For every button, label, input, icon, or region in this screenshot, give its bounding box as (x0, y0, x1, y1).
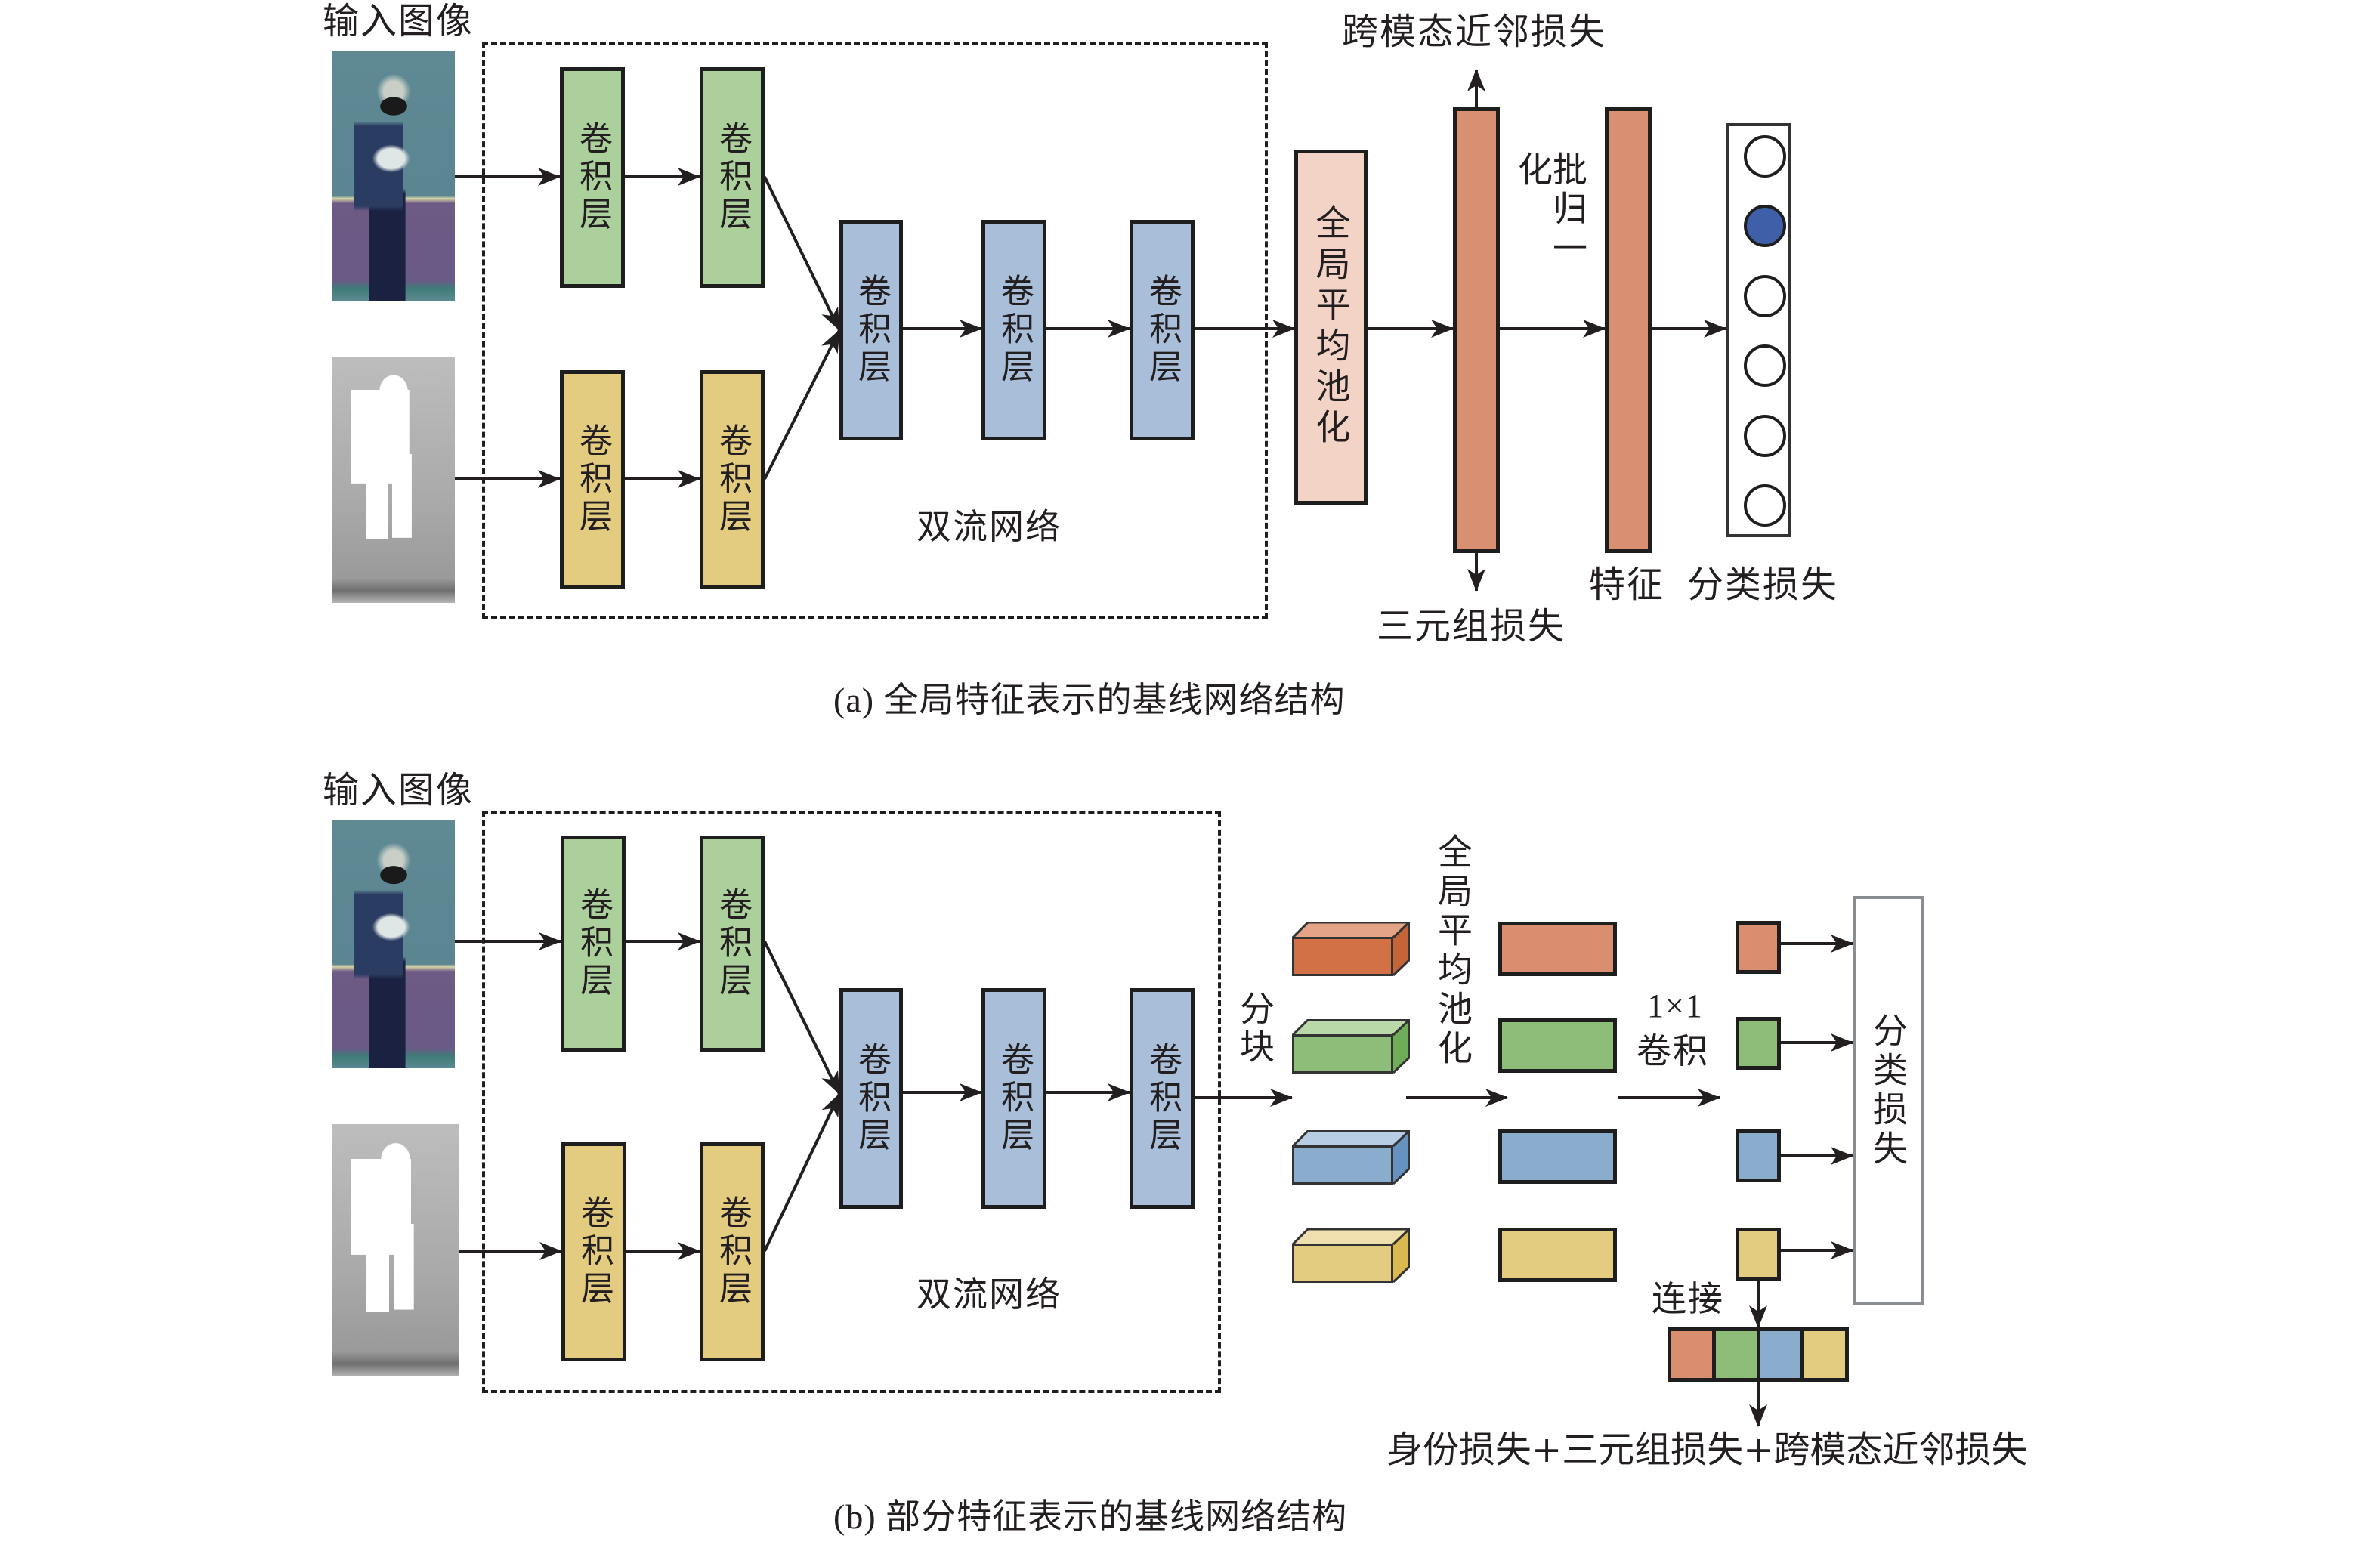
two-stream-network-boundary-b (482, 811, 1221, 1393)
neuron-2-active (1744, 205, 1786, 247)
pooled-part-green (1498, 1018, 1617, 1073)
reduced-part-yellow (1736, 1228, 1781, 1281)
rgb-conv-layer-1-b: 卷积层 (561, 836, 626, 1052)
conv1x1-label-line1: 1×1 (1647, 987, 1704, 1024)
shared-conv-layer-1-b: 卷积层 (839, 988, 903, 1209)
cross-modal-neighbor-loss-label-a: 跨模态近邻损失 (1342, 11, 1607, 53)
concat-seg-yellow (1800, 1331, 1845, 1378)
two-stream-network-boundary-a (482, 42, 1268, 619)
rgb-conv-layer-2-b: 卷积层 (700, 836, 765, 1052)
batch-norm-label: 批归一化 (1513, 151, 1588, 269)
classification-loss-box-b: 分类损失 (1853, 896, 1924, 1305)
caption-b: (b) 部分特征表示的基线网络结构 (833, 1497, 1348, 1536)
concat-label: 连接 (1652, 1278, 1724, 1319)
shared-conv-layer-2-b: 卷积层 (981, 988, 1046, 1209)
ir-conv-layer-2-b: 卷积层 (700, 1142, 765, 1361)
partition-label: 分块 (1235, 990, 1275, 1066)
part-cube-orange (1292, 922, 1410, 976)
input-image-label-b: 输入图像 (323, 769, 474, 811)
visible-rgb-image-a (332, 51, 455, 301)
rgb-conv-layer-2-a: 卷积层 (700, 67, 765, 288)
concat-seg-orange (1671, 1331, 1712, 1378)
combined-loss-label: 身份损失+三元组损失+跨模态近邻损失 (1386, 1429, 2028, 1471)
part-cube-green (1292, 1019, 1410, 1074)
infrared-image-b (332, 1124, 459, 1376)
ir-conv-layer-1-b: 卷积层 (561, 1142, 626, 1361)
pooled-part-orange (1498, 922, 1617, 976)
ir-conv-layer-1-a: 卷积层 (560, 370, 625, 589)
ir-conv-layer-2-a: 卷积层 (700, 370, 765, 589)
concat-seg-green (1711, 1331, 1757, 1378)
visible-rgb-image-b (332, 820, 455, 1068)
neuron-6 (1744, 484, 1786, 527)
global-average-pooling-a: 全局平均池化 (1294, 150, 1368, 505)
reduced-part-green (1736, 1017, 1781, 1070)
rgb-conv-layer-1-a: 卷积层 (560, 67, 625, 288)
two-stream-network-label-a: 双流网络 (916, 506, 1062, 547)
conv1x1-label-line2: 卷积 (1637, 1030, 1709, 1071)
reduced-part-orange (1736, 921, 1781, 974)
shared-conv-layer-3-b: 卷积层 (1130, 988, 1195, 1209)
global-average-pooling-label-b: 全局平均池化 (1433, 833, 1473, 1069)
classifier-neurons (1726, 123, 1791, 537)
neuron-4 (1744, 344, 1786, 387)
reduced-part-blue (1736, 1129, 1781, 1182)
concatenated-feature (1668, 1327, 1849, 1382)
two-stream-network-label-b: 双流网络 (916, 1274, 1062, 1315)
neuron-5 (1744, 415, 1786, 457)
feature-label-a: 特征 (1589, 564, 1665, 606)
part-cube-blue (1292, 1130, 1410, 1185)
part-cube-yellow (1292, 1228, 1410, 1283)
feature-bar-pre-bn (1453, 107, 1500, 553)
feature-bar-post-bn (1605, 107, 1652, 553)
triplet-loss-label-a: 三元组损失 (1377, 605, 1566, 647)
concat-seg-blue (1756, 1331, 1801, 1378)
classification-loss-label-a: 分类损失 (1687, 564, 1839, 606)
shared-conv-layer-2-a: 卷积层 (981, 220, 1046, 440)
shared-conv-layer-3-a: 卷积层 (1130, 220, 1195, 440)
caption-a: (a) 全局特征表示的基线网络结构 (833, 681, 1346, 719)
infrared-image-a (332, 357, 455, 603)
neuron-1 (1744, 135, 1786, 178)
input-image-label-a: 输入图像 (323, 0, 474, 42)
pooled-part-yellow (1498, 1228, 1617, 1282)
neuron-3 (1744, 275, 1786, 317)
shared-conv-layer-1-a: 卷积层 (839, 220, 903, 440)
pooled-part-blue (1498, 1129, 1617, 1184)
